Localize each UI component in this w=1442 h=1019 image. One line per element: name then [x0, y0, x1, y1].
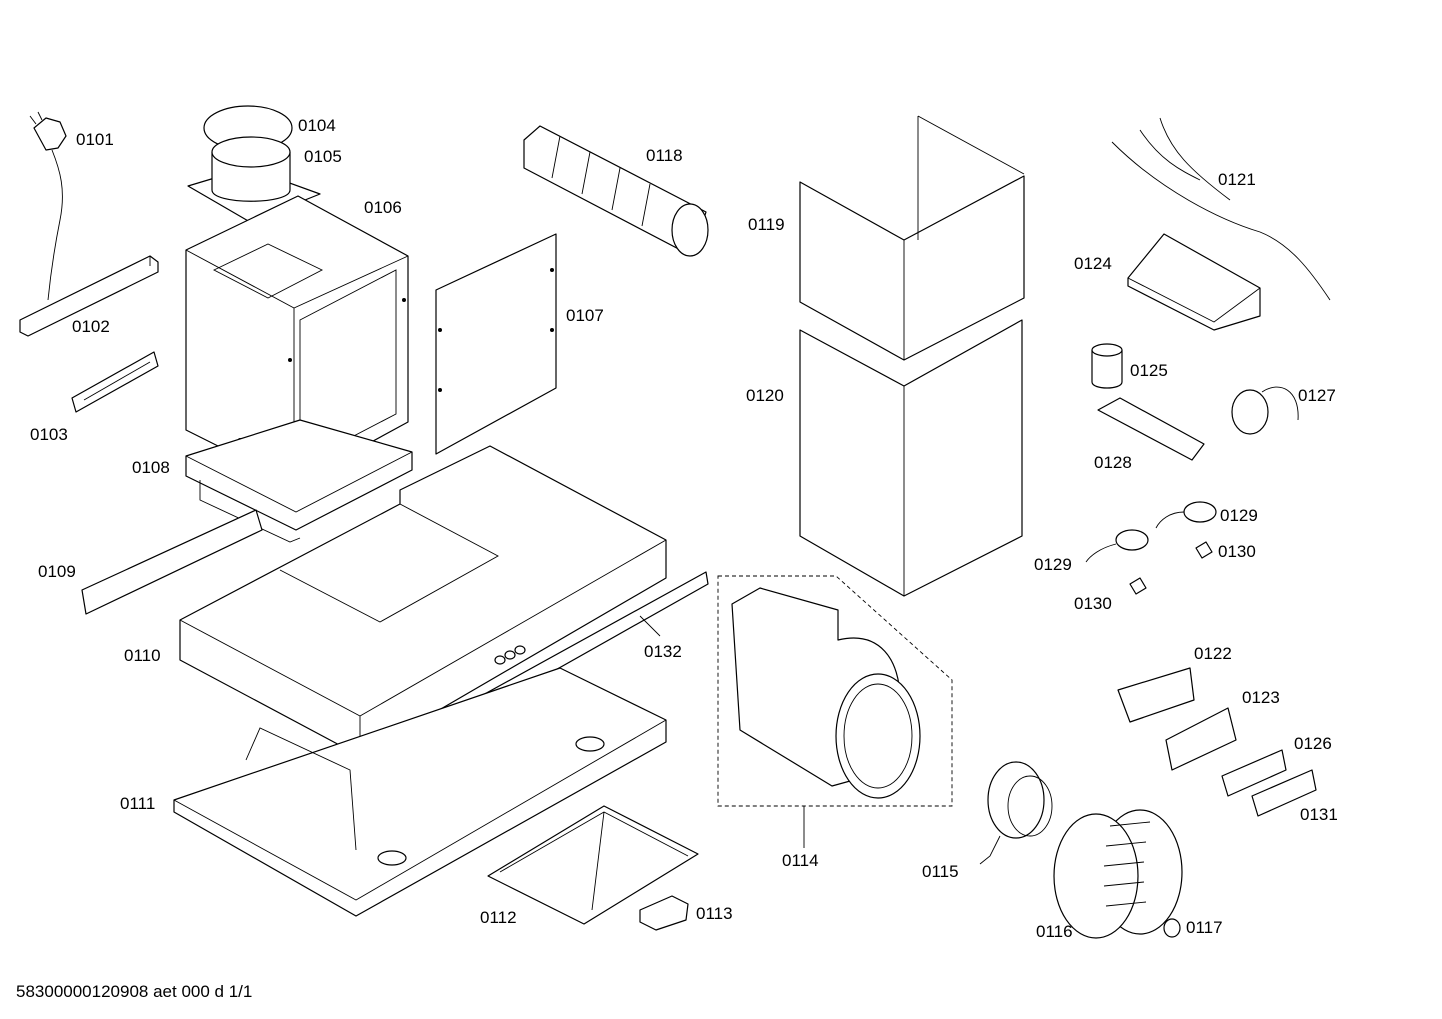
label-0121: 0121: [1218, 170, 1256, 189]
label-0106: 0106: [364, 198, 402, 217]
part-capacitor: [1091, 343, 1123, 389]
label-0130-b: 0130: [1074, 594, 1112, 613]
label-0108: 0108: [132, 458, 170, 477]
document-code: 58300000120908 aet 000 d 1/1: [16, 982, 252, 1001]
part-mounting-plate: [1097, 397, 1205, 461]
label-0129-b: 0129: [1034, 555, 1072, 574]
part-blower-housing: [717, 575, 953, 848]
part-power-cord: [29, 111, 67, 301]
part-impeller: [1053, 809, 1183, 939]
label-0118: 0118: [646, 146, 683, 165]
part-lamp-clip-a: [1195, 541, 1213, 559]
label-0105: 0105: [304, 147, 342, 166]
label-0102: 0102: [72, 317, 110, 336]
part-lamp-b: [1085, 529, 1149, 563]
label-0128: 0128: [1094, 453, 1132, 472]
label-0131: 0131: [1300, 805, 1338, 824]
part-canopy: [179, 445, 667, 757]
part-bracket: [19, 255, 159, 337]
label-0132: 0132: [644, 642, 682, 661]
part-transformer: [1231, 386, 1299, 435]
part-lamp-a: [1155, 501, 1217, 529]
part-motor: [979, 761, 1053, 865]
part-grease-filter: [487, 805, 699, 925]
label-0117: 0117: [1186, 918, 1223, 937]
label-0107: 0107: [566, 306, 604, 325]
label-0109: 0109: [38, 562, 76, 581]
part-strip: [81, 509, 263, 615]
label-0120: 0120: [746, 386, 784, 405]
label-0112: 0112: [480, 908, 517, 927]
part-button-caps: [1251, 769, 1317, 817]
part-switch-bracket: [1165, 707, 1237, 771]
label-0122: 0122: [1194, 644, 1232, 663]
label-0104: 0104: [298, 116, 336, 135]
label-0116: 0116: [1036, 922, 1073, 941]
label-0103: 0103: [30, 425, 68, 444]
part-upper-chimney: [799, 115, 1025, 361]
label-0115: 0115: [922, 862, 959, 881]
part-switch-housing: [1117, 667, 1195, 723]
part-small-bracket: [71, 351, 159, 413]
label-0123: 0123: [1242, 688, 1280, 707]
part-flexible-duct: [523, 125, 709, 257]
part-lamp-clip-b: [1129, 577, 1147, 595]
label-0126: 0126: [1294, 734, 1332, 753]
part-damper-collar: [187, 105, 321, 223]
label-0110: 0110: [124, 646, 161, 665]
label-0125: 0125: [1130, 361, 1168, 380]
label-0119: 0119: [748, 215, 785, 234]
part-side-panel: [435, 233, 557, 455]
label-0127: 0127: [1298, 386, 1336, 405]
part-wiring-harness: [1111, 117, 1331, 301]
part-button-panel: [1221, 749, 1287, 797]
label-0124: 0124: [1074, 254, 1112, 273]
label-0111: 0111: [120, 794, 155, 813]
label-0114: 0114: [782, 851, 819, 870]
label-0113: 0113: [696, 904, 733, 923]
part-filter-clip: [639, 895, 689, 931]
part-nut: [1163, 918, 1181, 938]
part-electronics-box: [1127, 233, 1261, 331]
label-0129-a: 0129: [1220, 506, 1258, 525]
label-0101: 0101: [76, 130, 114, 149]
part-lower-chimney: [799, 319, 1023, 597]
label-0130-a: 0130: [1218, 542, 1256, 561]
part-base-tray: [173, 667, 667, 917]
